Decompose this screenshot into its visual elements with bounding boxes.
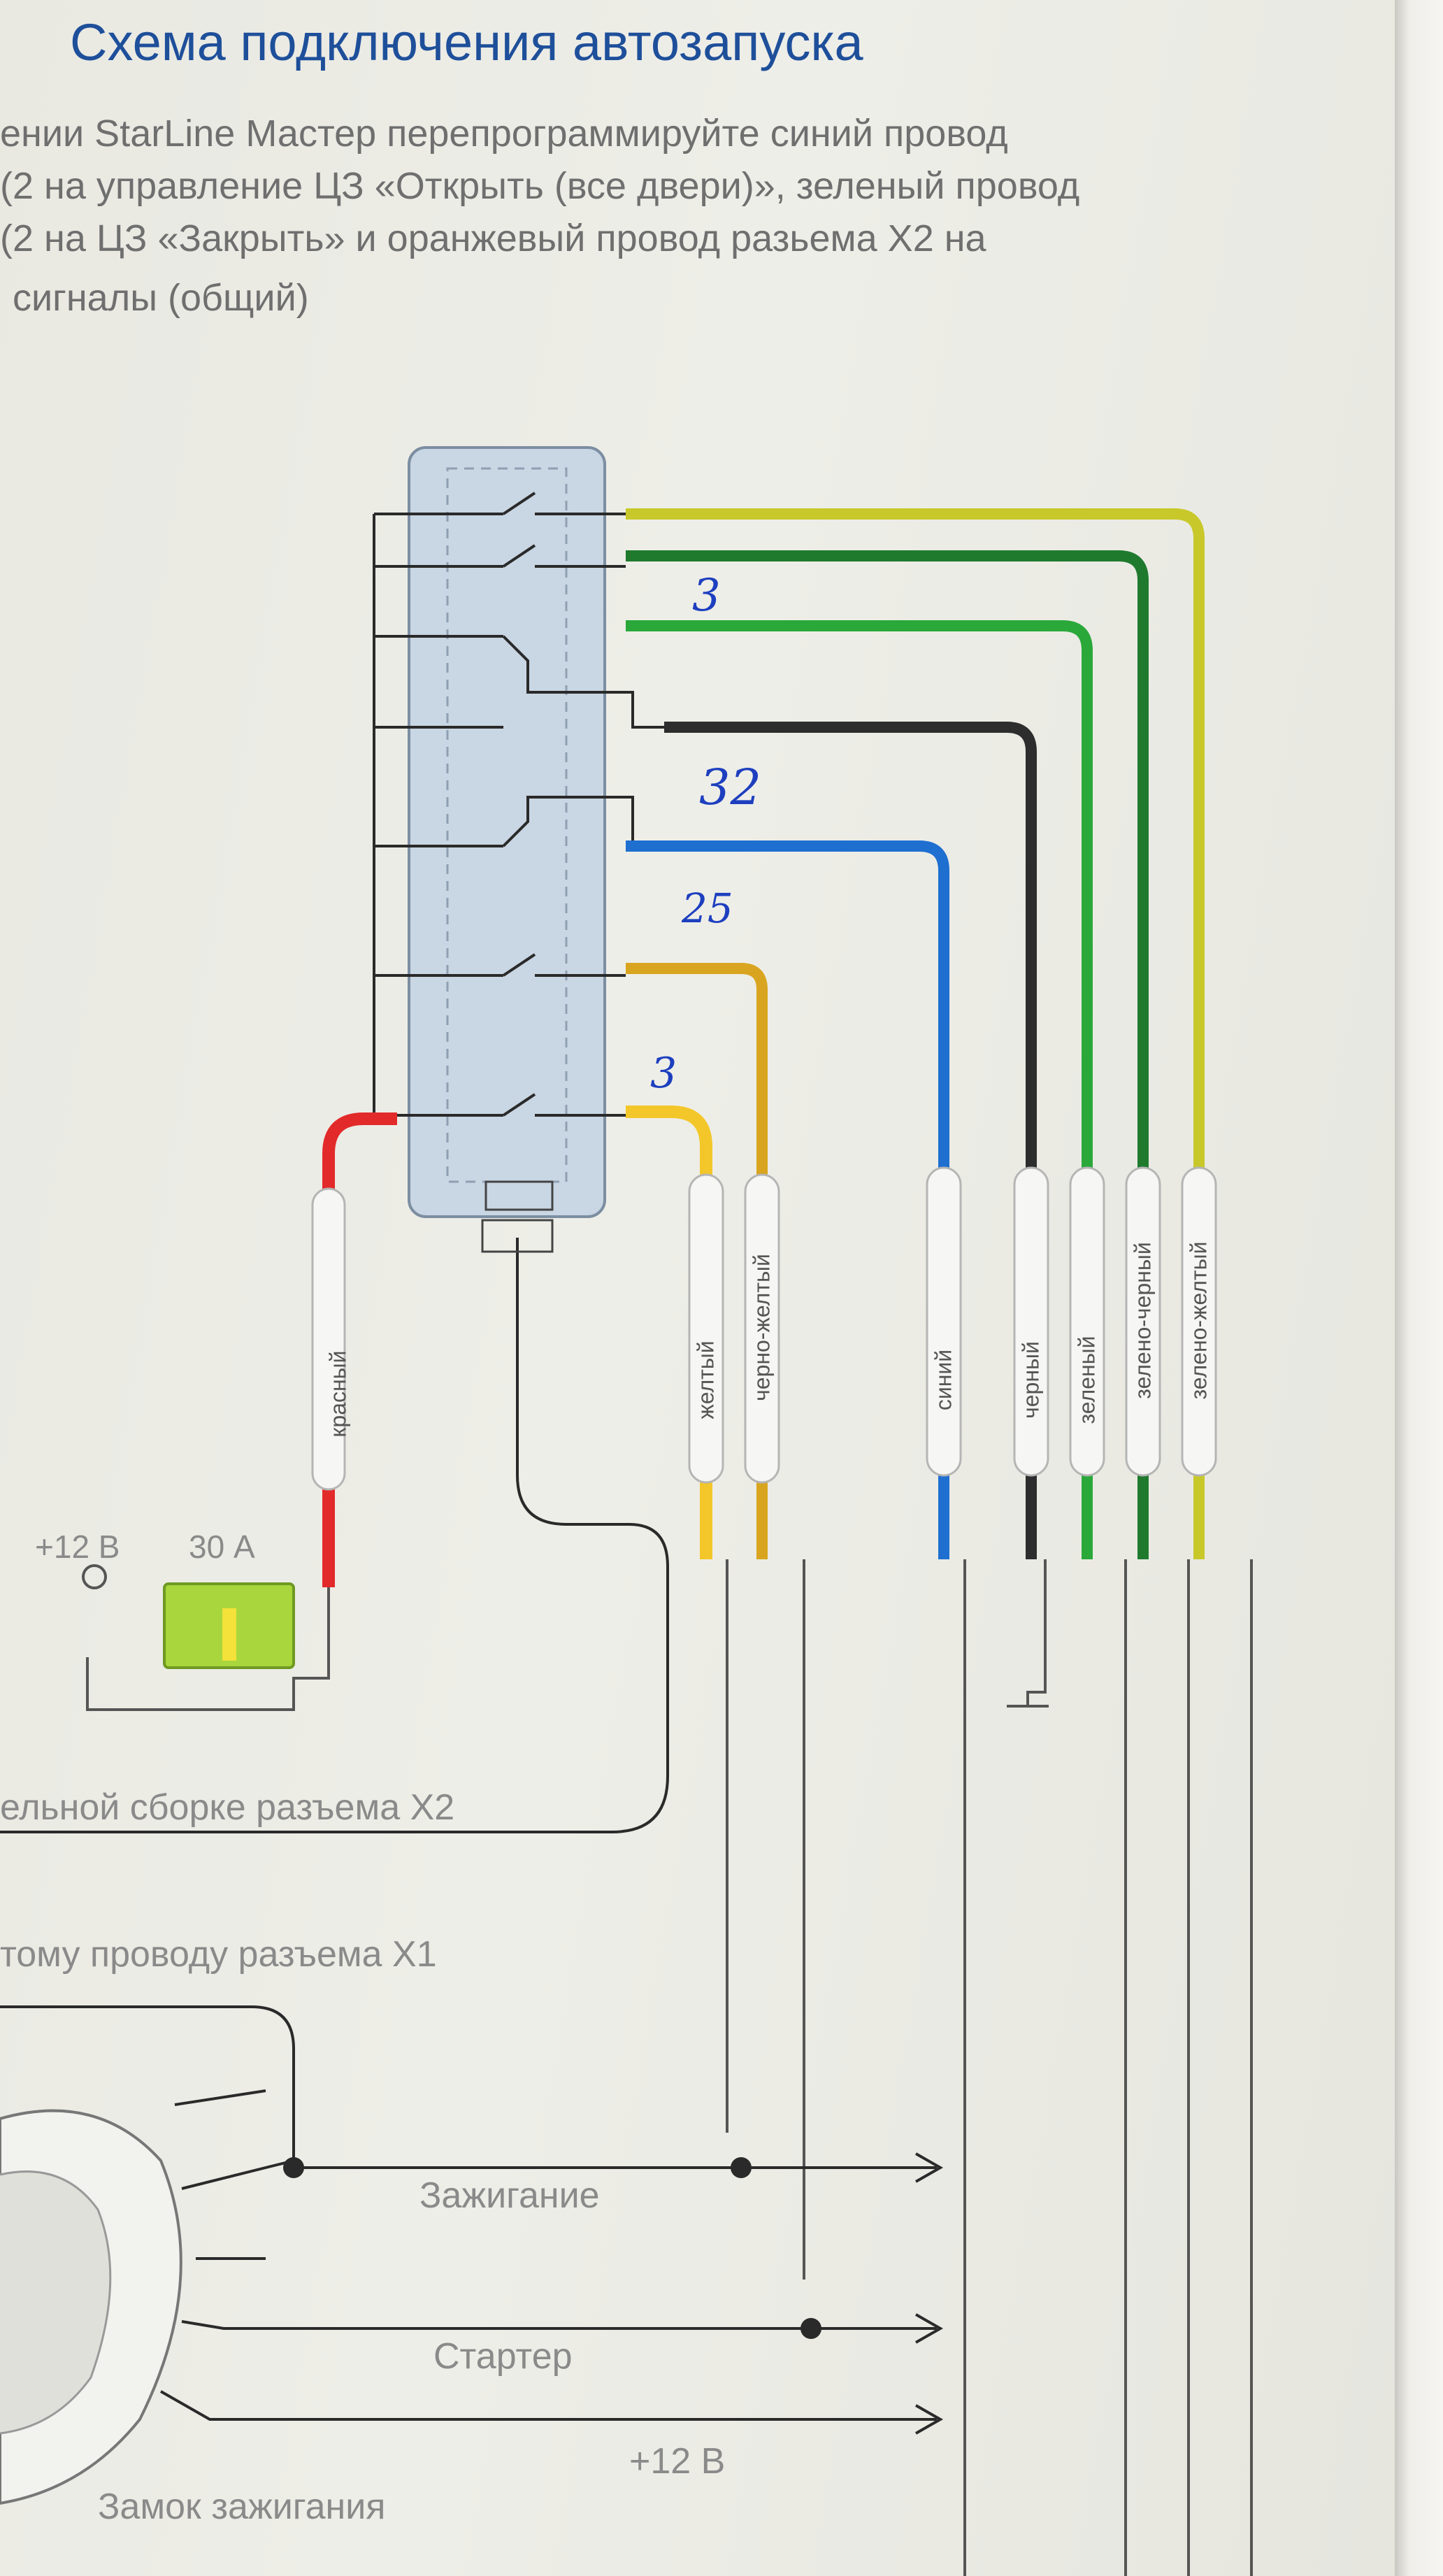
terminal-icon xyxy=(82,1564,107,1589)
page-edge xyxy=(1395,0,1443,2576)
label-plus12: +12 В xyxy=(629,2441,726,2482)
junction-dot xyxy=(283,2157,304,2178)
wire-green-yellow xyxy=(626,508,1205,1559)
wire-extensions xyxy=(86,1559,1253,2576)
arrow-heads xyxy=(915,2152,944,2435)
note-x2: ельной сборке разъема X2 xyxy=(0,1787,455,1828)
wire-green xyxy=(626,620,1093,1559)
intro-line-1: ении StarLine Мастер перепрограммируйте … xyxy=(0,113,1008,155)
intro-line-4: сигналы (общий) xyxy=(13,277,309,319)
wire-label-black-yellow: черно-желтый xyxy=(749,1254,775,1401)
wire-label-blue: синий xyxy=(931,1349,956,1411)
wire-label-green-yellow: зелено-желтый xyxy=(1186,1241,1212,1400)
wire-label-green-black: зелено-черный xyxy=(1130,1242,1156,1399)
handwritten-mark-1: 3 xyxy=(692,570,721,622)
handwritten-mark-4: 3 xyxy=(650,1049,677,1098)
note-x1: тому проводу разъема X1 xyxy=(0,1934,437,1975)
ignition-lock-icon xyxy=(0,2109,182,2505)
fuse-element xyxy=(222,1608,236,1661)
wire-label-yellow: желтый xyxy=(693,1340,719,1419)
label-ignition: Зажигание xyxy=(419,2175,600,2216)
label-ignition-lock: Замок зажигания xyxy=(98,2486,386,2527)
fuse-voltage: +12 В xyxy=(35,1529,120,1565)
wiring-diagram xyxy=(0,446,1253,2576)
wire-blue xyxy=(626,840,949,1559)
fuse-rating: 30 А xyxy=(189,1529,255,1565)
connector-x2-icon xyxy=(481,1180,554,1253)
junction-dot xyxy=(731,2157,752,2178)
wire-red xyxy=(322,1112,397,1587)
wire-black xyxy=(664,722,1037,1559)
page-title: Схема подключения автозапуска xyxy=(70,13,863,71)
wire-label-green: зеленый xyxy=(1074,1336,1100,1424)
handwritten-mark-3: 25 xyxy=(682,885,733,932)
wire-label-sleeves xyxy=(311,1166,1217,1491)
instruction-page: Схема подключения автозапуска ении StarL… xyxy=(0,0,1395,2576)
intro-line-3: (2 на ЦЗ «Закрыть» и оранжевый провод ра… xyxy=(0,217,986,259)
wire-label-black: черный xyxy=(1018,1341,1044,1419)
junction-dot xyxy=(801,2318,821,2339)
intro-line-2: (2 на управление ЦЗ «Открыть (все двери)… xyxy=(0,165,1080,207)
wire-black-yellow xyxy=(626,963,768,1559)
label-starter: Стартер xyxy=(433,2336,573,2377)
wire-label-red: красный xyxy=(325,1350,351,1438)
handwritten-mark-2: 32 xyxy=(699,759,762,816)
relay-module xyxy=(408,446,606,1218)
wire-yellow xyxy=(626,1105,712,1559)
x1-frame-line xyxy=(0,2005,295,2161)
wire-green-black xyxy=(626,550,1149,1559)
